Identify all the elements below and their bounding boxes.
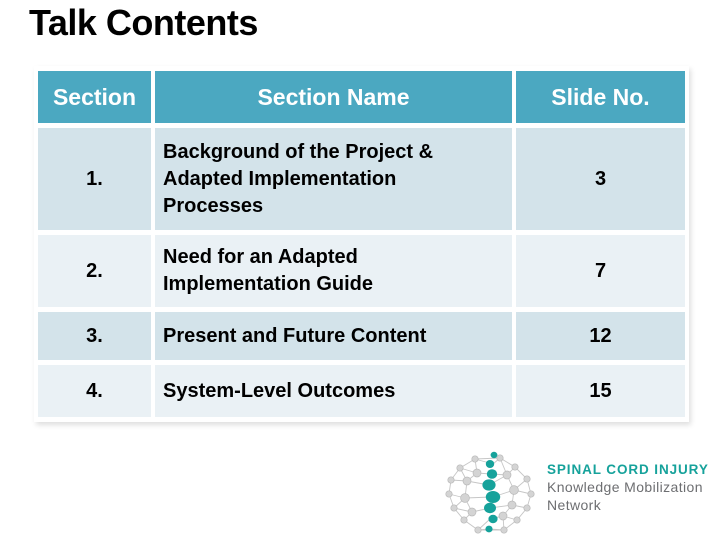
logo-subtitle-2: Network [547,497,602,513]
network-graphic-icon [445,451,535,534]
logo-subtitle-1: Knowledge Mobilization [547,479,703,495]
section-name: Background of the Project & Adapted Impl… [155,128,512,230]
contents-table: Section Section Name Slide No. 1. Backgr… [34,66,689,422]
header-section-name: Section Name [155,71,512,123]
logo-text: SPINAL CORD INJURY Knowledge Mobilizatio… [547,449,709,514]
section-name: System-Level Outcomes [155,365,512,417]
section-name: Present and Future Content [155,312,512,360]
header-section: Section [38,71,151,123]
slide-number: 7 [516,235,685,307]
slide-number: 15 [516,365,685,417]
page-title: Talk Contents [29,2,258,43]
section-number: 4. [38,365,151,417]
section-number: 2. [38,235,151,307]
slide-number: 12 [516,312,685,360]
header-slide-no: Slide No. [516,71,685,123]
logo-title: SPINAL CORD INJURY [547,462,709,477]
table-header-row: Section Section Name Slide No. [38,71,685,123]
table-row: 1. Background of the Project & Adapted I… [38,128,685,230]
table-row: 3. Present and Future Content 12 [38,312,685,360]
table-row: 2. Need for an Adapted Implementation Gu… [38,235,685,307]
slide-number: 3 [516,128,685,230]
section-name: Need for an Adapted Implementation Guide [155,235,512,307]
section-number: 1. [38,128,151,230]
section-number: 3. [38,312,151,360]
table-row: 4. System-Level Outcomes 15 [38,365,685,417]
sci-kmn-logo: SPINAL CORD INJURY Knowledge Mobilizatio… [441,449,709,539]
